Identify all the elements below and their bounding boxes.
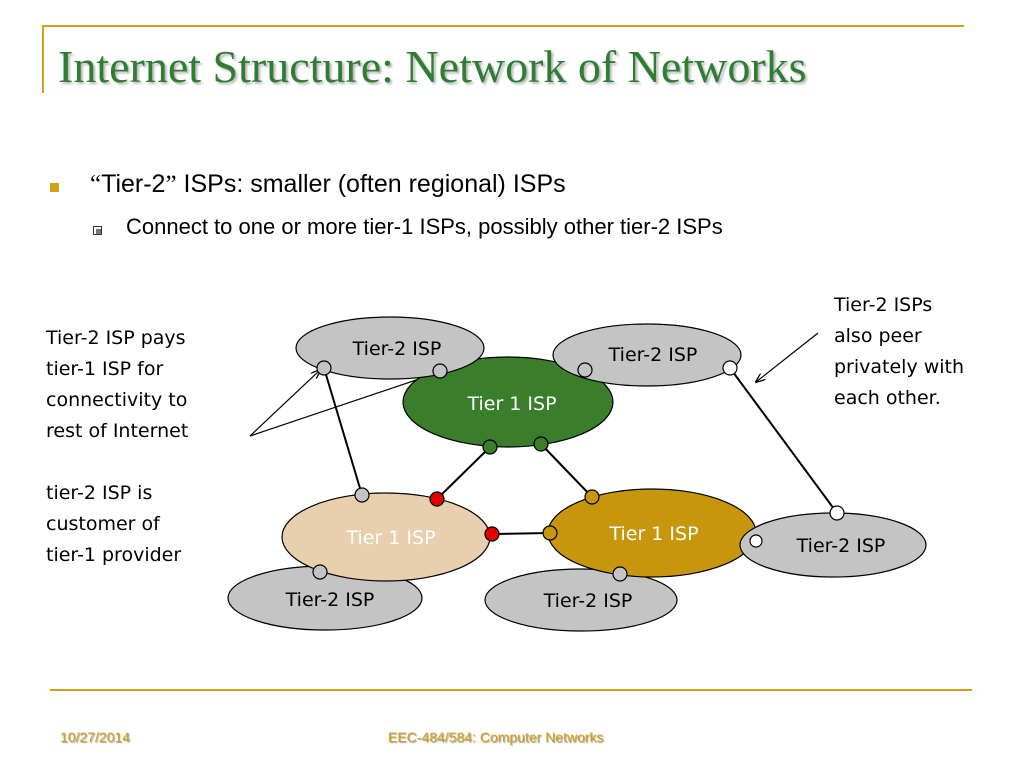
tier2-bottom-mid-label: Tier-2 ISP bbox=[543, 590, 633, 612]
router-t1left-red-b bbox=[484, 526, 500, 542]
footer-course: EEC-484/584: Computer Networks bbox=[388, 729, 604, 745]
router-t1right-left bbox=[542, 525, 558, 541]
router-t1left-top bbox=[354, 487, 370, 503]
tier1-right-label: Tier 1 ISP bbox=[608, 523, 698, 545]
title-frame-horizontal bbox=[42, 25, 964, 27]
router-t2topright-a bbox=[577, 362, 593, 378]
router-t1left-red-a bbox=[429, 491, 445, 507]
link-t1top-t1right bbox=[540, 443, 593, 498]
bullet-tier2: “Tier-2” ISPs: smaller (often regional) … bbox=[90, 170, 566, 199]
tier2-top-left-label: Tier-2 ISP bbox=[352, 338, 442, 360]
bullet-square-icon bbox=[50, 183, 59, 192]
link-t1left-t1right bbox=[491, 532, 551, 535]
router-t2bottommid bbox=[612, 566, 628, 582]
router-t2bottomleft bbox=[312, 564, 328, 580]
router-t2topright-b bbox=[722, 360, 738, 376]
arrow-to-peer-router bbox=[756, 332, 819, 382]
link-t1top-t1left bbox=[436, 446, 491, 500]
tier2-right-label: Tier-2 ISP bbox=[796, 535, 886, 557]
tier1-top-oval bbox=[402, 356, 614, 448]
arrow-to-t2-router bbox=[249, 370, 320, 437]
tier2-bottom-left-label: Tier-2 ISP bbox=[285, 589, 375, 611]
note-pays-tier1: Tier-2 ISP pays tier-1 ISP for connectiv… bbox=[46, 327, 189, 442]
router-t1top-b bbox=[533, 436, 549, 452]
tier2-top-right-label: Tier-2 ISP bbox=[608, 344, 698, 366]
open-quote: “ bbox=[90, 171, 102, 198]
slide-title: Internet Structure: Network of Networks bbox=[58, 41, 807, 92]
router-t2right-top bbox=[829, 505, 845, 521]
sub-bullet-square-icon bbox=[93, 226, 102, 235]
tier2-top-right-oval bbox=[552, 323, 742, 387]
bullet-rest: ISPs: smaller (often regional) ISPs bbox=[176, 170, 566, 198]
note-customer: tier-2 ISP is customer of tier-1 provide… bbox=[46, 482, 182, 566]
note-peer-privately: Tier-2 ISPs also peer privately with eac… bbox=[834, 294, 965, 409]
tier1-left-label: Tier 1 ISP bbox=[345, 527, 435, 549]
title-frame-vertical bbox=[42, 25, 44, 93]
link-t2topleft-t1left bbox=[323, 367, 363, 496]
close-quote: ” bbox=[165, 171, 177, 198]
router-t2topleft-peer bbox=[432, 363, 448, 379]
tier2-top-left-oval bbox=[295, 316, 485, 380]
router-t1right-top bbox=[584, 489, 600, 505]
arrow-to-t1-router bbox=[249, 373, 437, 437]
tier2-bottom-mid-oval bbox=[484, 568, 678, 632]
router-t1top-a bbox=[482, 439, 498, 455]
router-t2topleft bbox=[316, 360, 332, 376]
footer-rule bbox=[50, 689, 972, 691]
link-t2topright-t2right bbox=[729, 367, 838, 514]
tier1-top-label: Tier 1 ISP bbox=[466, 393, 556, 415]
router-t2right-left bbox=[749, 534, 763, 548]
bullet-term: Tier-2 bbox=[101, 170, 166, 198]
footer-date: 10/27/2014 bbox=[60, 729, 131, 745]
sub-bullet-connect: Connect to one or more tier-1 ISPs, poss… bbox=[126, 214, 723, 239]
